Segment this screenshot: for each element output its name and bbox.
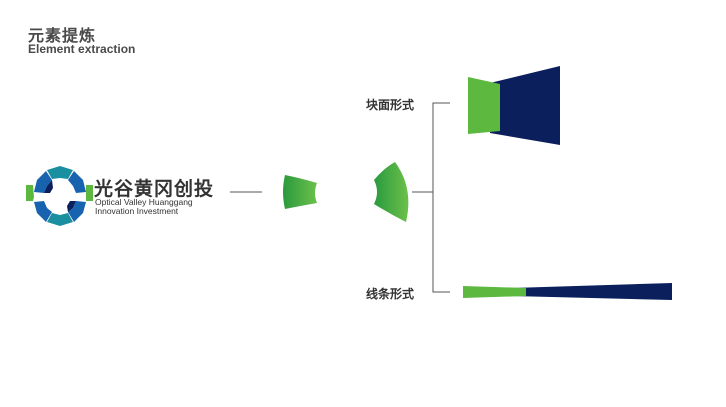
block-navy-shape bbox=[490, 66, 560, 145]
logo-name-cn: 光谷黄冈创投 bbox=[94, 179, 215, 200]
line-form-label: 线条形式 bbox=[366, 287, 415, 301]
logo-name-en: Optical Valley Huanggang Innovation Inve… bbox=[95, 198, 193, 216]
line-green-shape bbox=[463, 286, 526, 298]
segment-shape-2 bbox=[374, 162, 409, 222]
block-form-label: 块面形式 bbox=[366, 98, 415, 112]
bracket-line bbox=[432, 102, 450, 293]
logo-name-en-line2: Innovation Investment bbox=[95, 206, 179, 216]
page-title: 元素提炼 bbox=[28, 28, 97, 45]
block-green-shape bbox=[468, 77, 500, 134]
segment-shape-1 bbox=[283, 175, 317, 209]
page-subtitle: Element extraction bbox=[28, 42, 136, 56]
logo-mark-icon bbox=[26, 166, 93, 226]
line-navy-shape bbox=[512, 283, 672, 300]
logo-name-en-line1: Optical Valley Huanggang bbox=[95, 197, 193, 207]
